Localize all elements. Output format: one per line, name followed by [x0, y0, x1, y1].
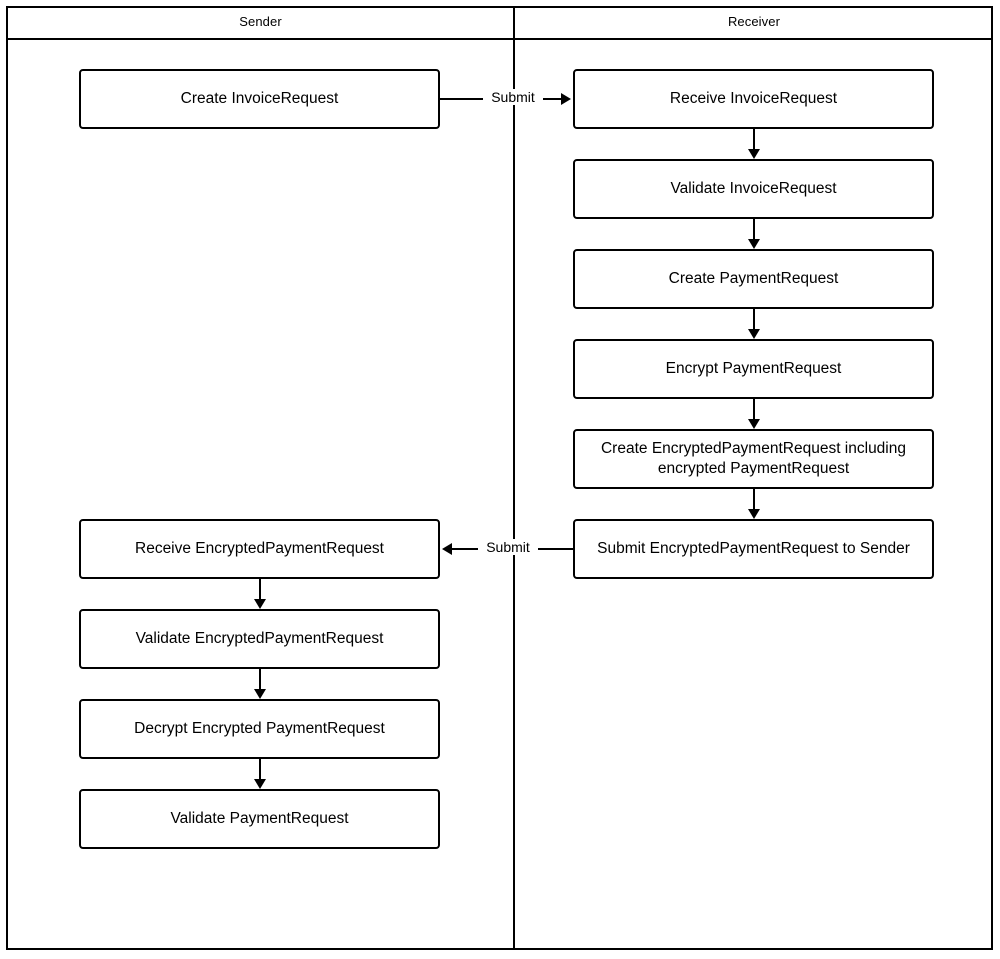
- node-validate-encryptedpaymentrequest[interactable]: Validate EncryptedPaymentRequest: [79, 609, 440, 669]
- edge-submit-encryptedpaymentrequest-arrowhead: [442, 543, 452, 555]
- edge-n6-n7-arrowhead: [748, 509, 760, 519]
- edge-n6-n7-line: [753, 489, 755, 509]
- swimlane-vertical-divider: [513, 6, 515, 950]
- edge-n3-n4-arrowhead: [748, 239, 760, 249]
- node-validate-invoicerequest[interactable]: Validate InvoiceRequest: [573, 159, 934, 219]
- edge-n5-n6-line: [753, 399, 755, 419]
- edge-n8-n9-arrowhead: [254, 599, 266, 609]
- edge-n5-n6-arrowhead: [748, 419, 760, 429]
- edge-n4-n5-line: [753, 309, 755, 329]
- node-create-encryptedpaymentrequest[interactable]: Create EncryptedPaymentRequest including…: [573, 429, 934, 489]
- edge-submit-invoicerequest-arrowhead: [561, 93, 571, 105]
- node-submit-encryptedpaymentrequest-to-sender[interactable]: Submit EncryptedPaymentRequest to Sender: [573, 519, 934, 579]
- edge-label-submit-encryptedpaymentrequest: Submit: [478, 539, 538, 555]
- node-receive-invoicerequest[interactable]: Receive InvoiceRequest: [573, 69, 934, 129]
- edge-n2-n3-arrowhead: [748, 149, 760, 159]
- node-decrypt-encrypted-paymentrequest[interactable]: Decrypt Encrypted PaymentRequest: [79, 699, 440, 759]
- edge-n8-n9-line: [259, 579, 261, 599]
- edge-n4-n5-arrowhead: [748, 329, 760, 339]
- edge-n10-n11-line: [259, 759, 261, 779]
- edge-n10-n11-arrowhead: [254, 779, 266, 789]
- node-validate-paymentrequest[interactable]: Validate PaymentRequest: [79, 789, 440, 849]
- swimlane-header-divider: [6, 38, 993, 40]
- node-create-paymentrequest[interactable]: Create PaymentRequest: [573, 249, 934, 309]
- lane-title-receiver: Receiver: [727, 14, 781, 29]
- edge-n3-n4-line: [753, 219, 755, 239]
- node-create-invoicerequest[interactable]: Create InvoiceRequest: [79, 69, 440, 129]
- node-encrypt-paymentrequest[interactable]: Encrypt PaymentRequest: [573, 339, 934, 399]
- lane-title-sender: Sender: [239, 14, 282, 29]
- edge-label-submit-invoicerequest: Submit: [483, 89, 543, 105]
- edge-n9-n10-line: [259, 669, 261, 689]
- edge-n9-n10-arrowhead: [254, 689, 266, 699]
- edge-n2-n3-line: [753, 129, 755, 149]
- node-receive-encryptedpaymentrequest[interactable]: Receive EncryptedPaymentRequest: [79, 519, 440, 579]
